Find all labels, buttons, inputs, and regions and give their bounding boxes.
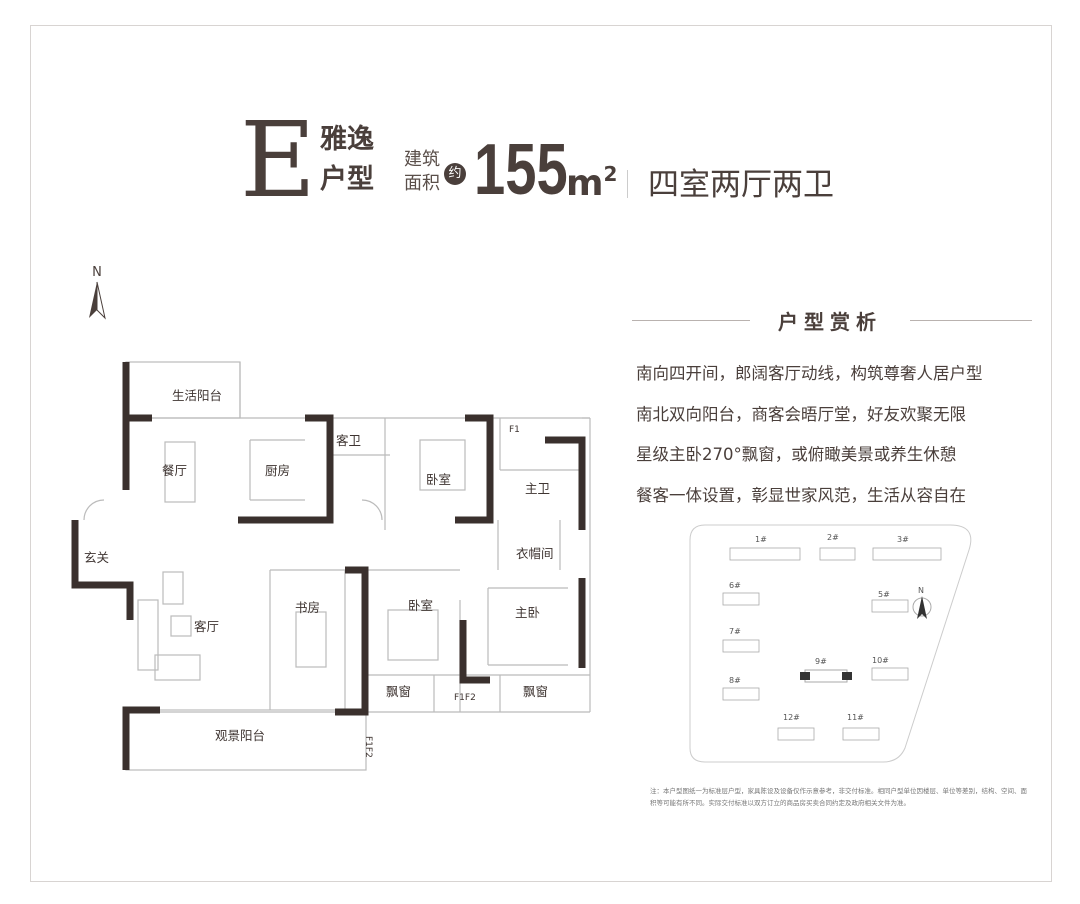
floor-plan: 生活阳台 餐厅 厨房 客卫 卧室 主卫 衣帽间 玄关 客厅 书房 卧室 主卧 飘… [71,361,591,771]
divider [627,170,628,198]
north-arrow-icon [89,281,106,320]
room-label: 飘窗 [386,684,411,699]
building-label: 11# [847,713,864,722]
area-label: 建筑面积 [404,149,440,194]
title-line-left [632,320,750,321]
room-label: 玄关 [84,550,109,565]
analysis-point: 餐客一体设置，彰显世家风范，生活从容自在 [636,485,966,505]
analysis-point: 星级主卧270°飘窗，或俯瞰美景或养生休憩 [636,445,957,464]
room-label: 飘窗 [523,684,548,699]
site-plan: 1# 2# 3# 5# 6# 7# 8# 9# 10# 11# 12# N [689,524,972,763]
title-line-right [910,320,1032,321]
room-label: 卧室 [426,472,451,487]
site-compass-icon [912,596,932,619]
unit-sup: 2 [603,162,618,186]
analysis-point: 南向四开间，郎阔客厅动线，构筑尊奢人居户型 [636,364,983,383]
building-label: 12# [783,713,800,722]
building-label: 9# [815,657,827,666]
compass: N [86,265,108,324]
building-label: 3# [897,535,909,544]
room-label: 厨房 [265,463,290,478]
room-label: 客卫 [336,433,361,448]
type-name: 雅逸户型 [320,124,374,195]
analysis-title: 户型赏析 [778,310,882,334]
room-label: 观景阳台 [215,728,265,743]
building-label: 6# [729,581,741,590]
building-label: 2# [827,533,839,542]
building-label: 7# [729,627,741,636]
site-north-label: N [918,586,924,595]
type-letter: E [240,99,316,221]
room-label: 餐厅 [162,463,187,478]
area-unit: m2 [566,154,617,204]
room-label: F1F2 [454,693,476,703]
analysis-point: 南北双向阳台，商客会晤厅堂，好友欢聚无限 [636,404,966,424]
building-label: 10# [872,656,889,665]
approx-badge: 约 [444,163,466,185]
room-label: 书房 [295,600,320,615]
room-label: F1 [509,425,520,435]
building-label: 8# [729,676,741,685]
room-label: 卧室 [408,598,433,613]
room-label: 客厅 [194,619,219,634]
building-label: 1# [755,535,767,544]
disclaimer-note: 注：本户型图纸一为标准层户型，家具陈设及设备仅作示意参考，非交付标准。相同户型单… [650,787,1027,807]
page-frame [30,25,1052,882]
room-label: 主卫 [525,481,550,496]
room-label: 生活阳台 [172,388,222,403]
unit-m: m [566,163,604,204]
area-value: 155 [474,130,568,210]
analysis-points: 南向四开间，郎阔客厅动线，构筑尊奢人居户型 南北双向阳台，商客会晤厅堂，好友欢聚… [636,354,983,516]
building-label: 5# [878,590,890,599]
room-label: 主卧 [515,605,540,620]
room-label: 衣帽间 [516,546,554,561]
north-label: N [92,265,102,280]
layout-text: 四室两厅两卫 [648,167,834,203]
room-label: F1F2 [363,736,373,758]
structural-walls [71,362,586,770]
